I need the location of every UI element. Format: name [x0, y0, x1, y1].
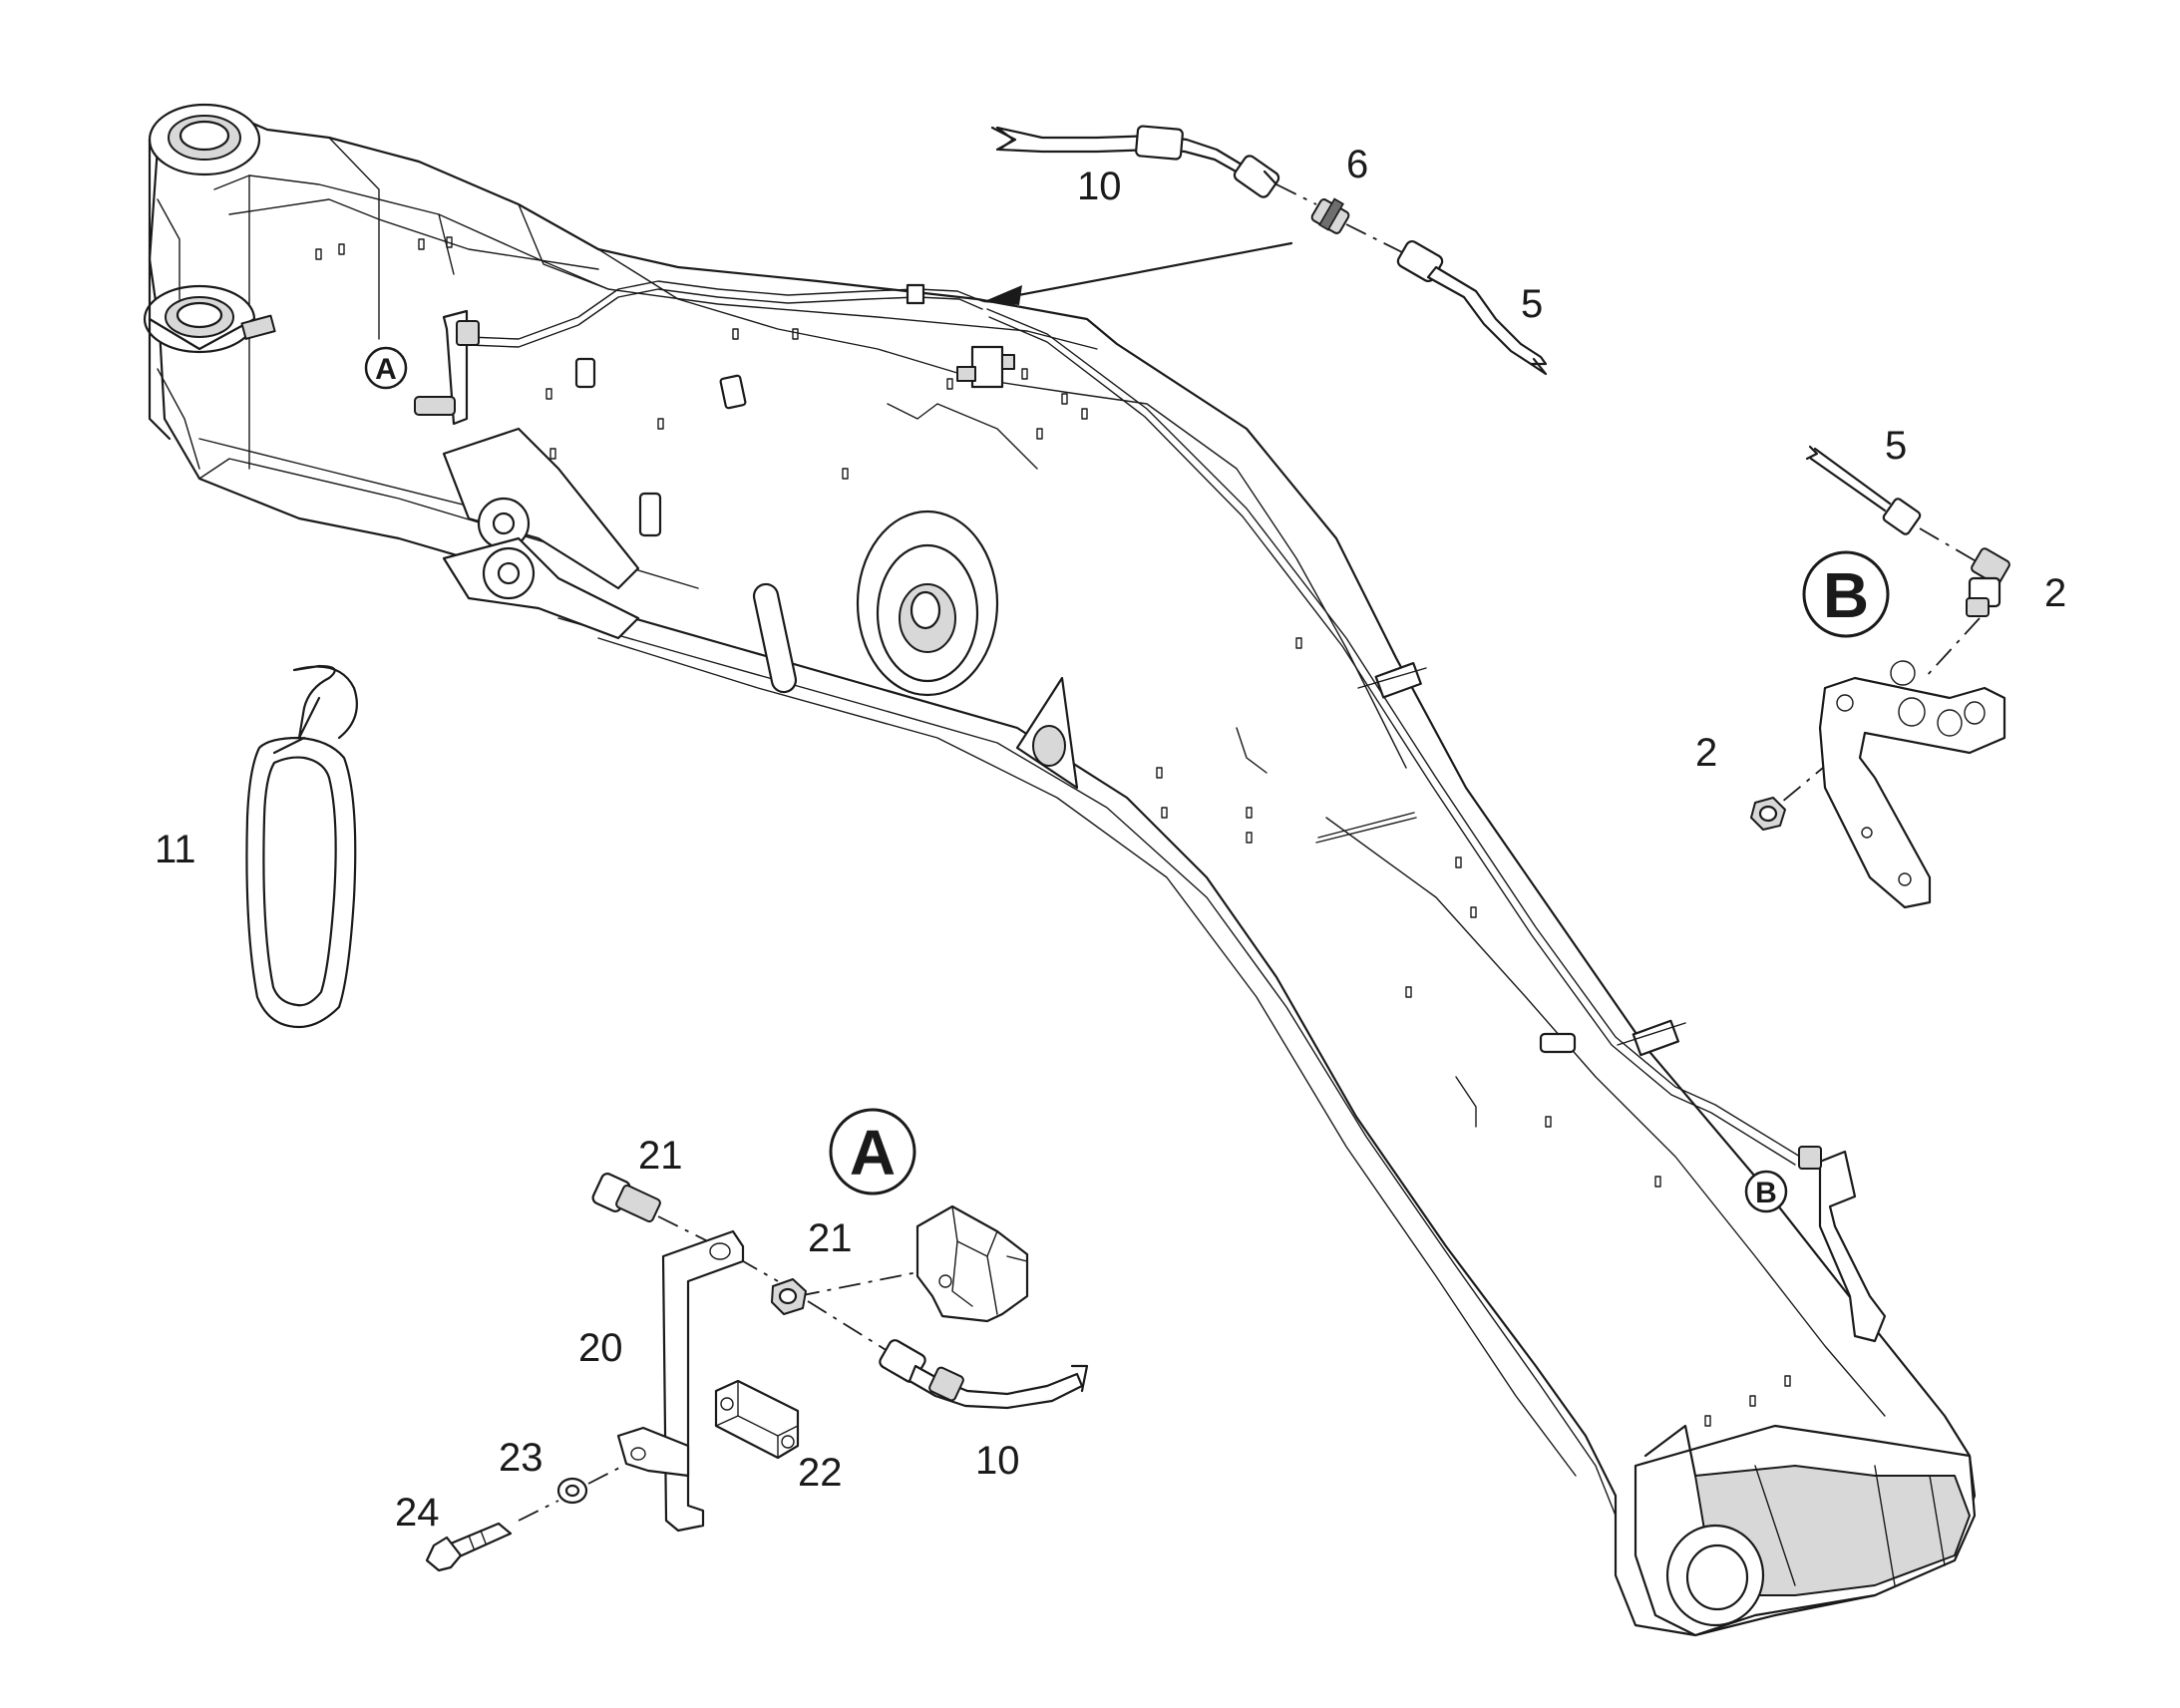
view-badge-a-large: A [829, 1108, 916, 1196]
adapter-21 [591, 1173, 661, 1223]
nut-2 [1750, 797, 1786, 831]
label-22: 22 [798, 1451, 843, 1495]
label-21-nut: 21 [808, 1216, 853, 1260]
hydraulic-line [414, 280, 1887, 1343]
svg-text:A: A [850, 1117, 896, 1189]
washer-23 [556, 1477, 588, 1505]
spacer-22 [714, 1379, 800, 1460]
label-5-detail-b: 5 [1885, 424, 1907, 468]
band-clamp-11 [245, 664, 358, 1029]
svg-text:A: A [375, 353, 397, 386]
detail-pointer-arrow [982, 241, 1293, 305]
detail-b [1750, 445, 2010, 909]
tube-5-top [1396, 239, 1548, 376]
svg-text:B: B [1823, 559, 1869, 631]
label-21-adapter: 21 [638, 1134, 683, 1178]
bolt-24 [425, 1522, 513, 1572]
view-badge-a-small: A [364, 346, 408, 390]
detail-hose-10-bottom [879, 1339, 1089, 1410]
centerline-top-1 [1275, 183, 1317, 205]
label-2-nut: 2 [1695, 731, 1717, 775]
svg-text:B: B [1755, 1177, 1777, 1209]
bracket-20 [616, 1229, 745, 1533]
elbow-fitting-2 [1966, 547, 2010, 617]
callout-labels: 10 6 5 5 2 2 11 21 21 20 23 24 22 10 [155, 143, 2066, 1535]
centerline-top-2 [1345, 223, 1407, 255]
boom-arm [143, 103, 1977, 1637]
view-badge-b-small: B [1744, 1170, 1788, 1213]
detail-hose-10-top [990, 125, 1280, 198]
label-2-elbow: 2 [2044, 571, 2066, 615]
detail-a [425, 1173, 1089, 1572]
label-10-top: 10 [1077, 165, 1122, 208]
nut-21 [771, 1278, 807, 1315]
label-11: 11 [155, 828, 196, 871]
label-23: 23 [499, 1436, 544, 1480]
view-badge-b-large: B [1802, 550, 1890, 638]
label-6: 6 [1346, 143, 1368, 186]
label-5-top: 5 [1521, 282, 1543, 326]
adapter-6 [1310, 197, 1350, 234]
mount-block [915, 1204, 1029, 1323]
label-10-bottom: 10 [975, 1439, 1020, 1483]
label-24: 24 [395, 1491, 440, 1535]
label-20: 20 [578, 1326, 623, 1370]
